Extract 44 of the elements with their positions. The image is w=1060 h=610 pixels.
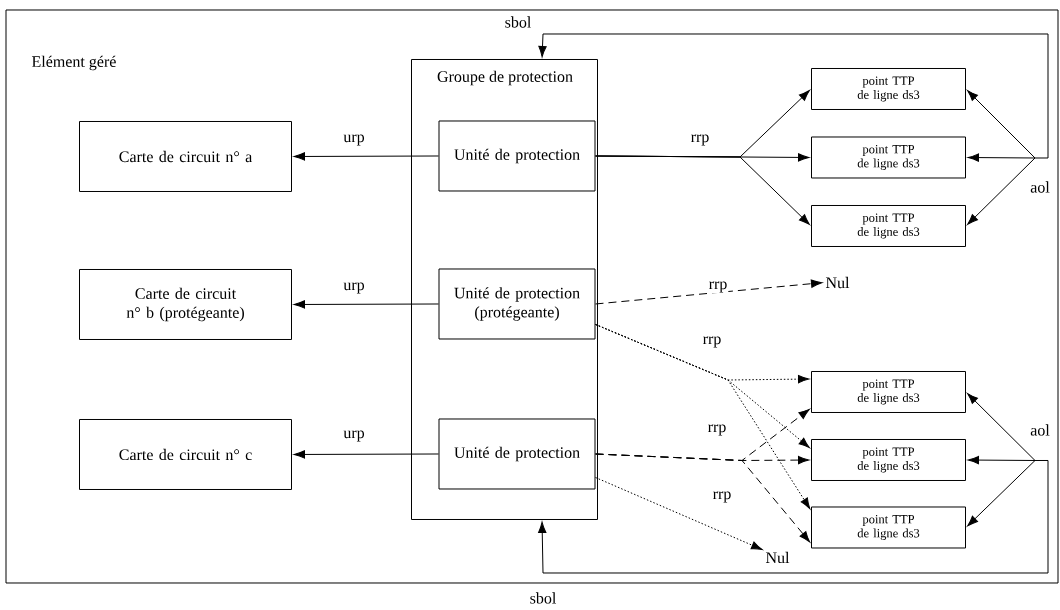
edge-label: rrp <box>689 133 711 147</box>
heading: Elément géré <box>31 55 116 71</box>
edge-label: aol <box>1029 423 1051 437</box>
edge-label: urp <box>342 281 366 295</box>
edge-label: rrp <box>707 280 729 294</box>
arrow <box>293 300 439 309</box>
circuit-card-box: Carte de circuit n° c <box>79 419 292 490</box>
arrow <box>595 279 823 305</box>
edge-label: sbol <box>528 591 558 605</box>
edge-label: rrp <box>706 423 728 437</box>
arrow <box>967 393 1036 461</box>
ttp-box: point TTP de ligne ds3 <box>811 68 966 110</box>
arrow <box>967 157 1036 225</box>
null-label: Nul <box>825 276 850 289</box>
edge-label: urp <box>342 133 366 147</box>
circuit-card-box: Carte de circuit n° a <box>79 121 292 192</box>
ttp-box: point TTP de ligne ds3 <box>811 205 966 247</box>
arrow <box>595 453 811 543</box>
arrow <box>293 450 439 459</box>
ttp-box: point TTP de ligne ds3 <box>811 439 966 481</box>
arrow <box>595 477 763 550</box>
ttp-box: point TTP de ligne ds3 <box>811 136 966 179</box>
arrow <box>293 152 439 161</box>
circuit-card-box: Carte de circuit n° b (protégeante) <box>79 269 292 340</box>
ttp-box: point TTP de ligne ds3 <box>811 371 966 413</box>
arrow <box>967 455 1036 465</box>
arrow <box>538 33 1049 159</box>
protection-unit-box: Unité de protection (protégeante) <box>438 268 596 340</box>
edge-label: aol <box>1029 180 1051 194</box>
ttp-box: point TTP de ligne ds3 <box>811 506 966 549</box>
protection-unit-box: Unité de protection <box>438 418 596 490</box>
arrow <box>595 155 810 225</box>
arrow <box>967 460 1036 527</box>
edge-label: sbol <box>503 15 533 29</box>
arrow <box>595 324 811 510</box>
edge-label: rrp <box>701 335 723 349</box>
edge-label: rrp <box>711 490 733 504</box>
arrow <box>538 460 1049 574</box>
arrow <box>967 90 1036 159</box>
heading: Groupe de protection <box>437 70 573 86</box>
protection-unit-box: Unité de protection <box>438 120 596 192</box>
arrow <box>967 153 1036 162</box>
edge-label: urp <box>342 429 366 443</box>
null-label: Nul <box>765 551 790 564</box>
